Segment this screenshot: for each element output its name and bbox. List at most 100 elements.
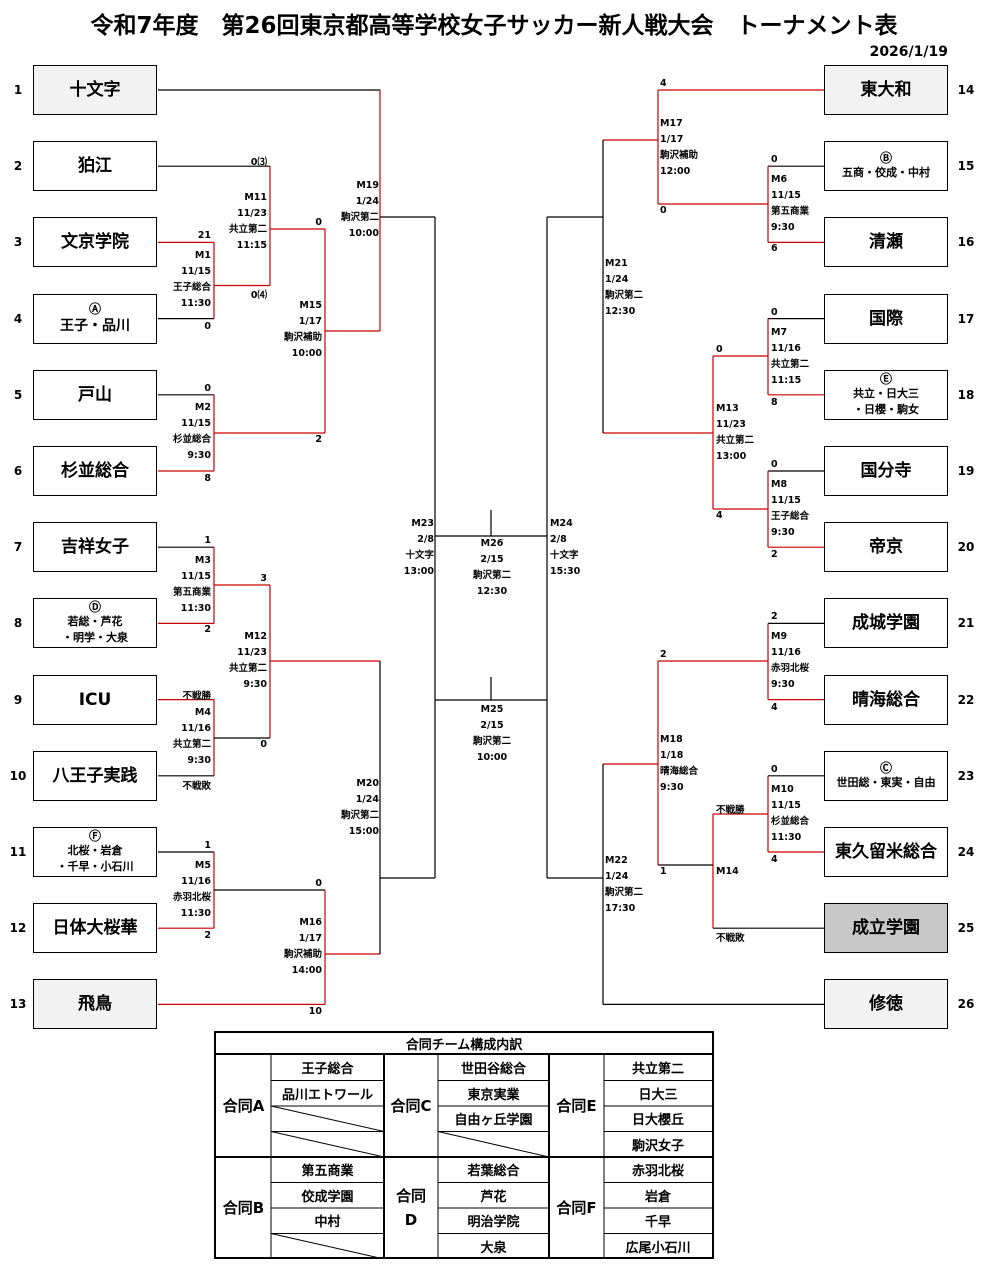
match-info-line: 11:15: [236, 240, 267, 251]
team-box-26: 修徳: [824, 979, 948, 1030]
match-info-line: 9:30: [771, 527, 795, 538]
match-info-line: 11/15: [181, 571, 211, 582]
team-box-9: ICU: [33, 674, 157, 725]
score-m5-top: 1: [204, 840, 211, 851]
match-info-line: M2: [194, 402, 211, 413]
match-info-line: 駒沢補助: [283, 332, 322, 343]
match-info-line: M25: [480, 704, 504, 715]
match-info-line: 赤羽北桜: [771, 663, 810, 674]
match-info-line: M7: [771, 327, 788, 338]
match-info-line: 11/23: [716, 419, 746, 430]
team-number-5: 5: [13, 387, 23, 402]
legend-grid-line-14: [437, 1131, 550, 1158]
score-m18-top: 2: [660, 649, 667, 660]
match-info-line: 11/23: [237, 208, 267, 219]
team-box-14: 東大和: [824, 65, 948, 115]
legend-member: 佼成学園: [301, 1189, 354, 1205]
legend-header: 合同チーム構成内訳: [216, 1033, 712, 1055]
team-name: 王子・品川: [60, 317, 130, 334]
score-m13-bot: 4: [716, 510, 723, 521]
score-m2-bot: 8: [204, 473, 211, 484]
team-number-23: 23: [957, 768, 975, 783]
match-info-line: 赤羽北桜: [172, 892, 211, 903]
score-m10-bot: 4: [771, 854, 778, 865]
match-info-line: 11:30: [771, 832, 802, 843]
legend-grid-line-8: [270, 1105, 385, 1132]
team-name: 世田総・東実・自由: [836, 775, 936, 789]
score-m5-bot: 2: [204, 930, 211, 942]
legend-group-label: 合同B: [222, 1199, 265, 1217]
match-info-line: 駒沢第二: [605, 887, 644, 898]
match-info-line: 11/15: [771, 190, 801, 201]
match-info-line: 共立第二: [716, 435, 755, 446]
team-name: ・千早・小石川: [56, 860, 134, 873]
score-m13-top: 0: [716, 344, 723, 355]
team-number-19: 19: [957, 464, 975, 478]
legend-member: 芦花: [480, 1189, 507, 1205]
team-box-3: 文京学院: [33, 217, 157, 268]
match-info-line: 11/15: [771, 800, 801, 811]
score-m9-top: 2: [771, 611, 778, 623]
team-name: 八王子実践: [52, 765, 138, 786]
match-info-line: 17:30: [605, 903, 636, 914]
legend-member: 王子総合: [301, 1062, 354, 1078]
match-info-line: 10:00: [348, 228, 379, 239]
match-info-line: 2/8: [550, 534, 567, 545]
team-box-24: 東久留米総合: [824, 827, 948, 877]
team-name: 成立学園: [852, 918, 920, 939]
team-number-10: 10: [9, 768, 27, 783]
match-info-line: 1/17: [660, 134, 684, 145]
score-m12-top: 3: [260, 573, 267, 584]
score-m17-top: 4: [660, 78, 667, 89]
team-name: 狛江: [78, 156, 112, 177]
legend-grid-line-10: [270, 1131, 385, 1158]
team-number-6: 6: [13, 464, 23, 478]
legend-member: 日大櫻丘: [631, 1113, 684, 1129]
match-info-line: M13: [716, 403, 739, 414]
match-info-line: 共立第二: [172, 739, 211, 750]
score-m7-top: 0: [771, 306, 778, 318]
match-info-line: M26: [480, 538, 504, 549]
legend-member: 世田谷総合: [460, 1062, 526, 1078]
legend-member: 品川エトワール: [281, 1087, 373, 1103]
match-info-line: M8: [771, 479, 788, 490]
score-m8-top: 0: [771, 459, 778, 470]
match-info-line: 杉並総合: [771, 816, 810, 827]
match-info-line: 9:30: [243, 679, 267, 690]
team-box-16: 清瀬: [824, 217, 948, 268]
team-number-1: 1: [13, 83, 23, 97]
team-number-24: 24: [957, 845, 975, 859]
match-info-line: 駒沢補助: [283, 949, 322, 960]
match-info-line: M1: [194, 250, 211, 261]
score-m3-bot: 2: [204, 624, 211, 636]
match-info-line: 9:30: [660, 782, 684, 793]
legend-member: 東京実業: [467, 1087, 520, 1103]
score-m2-top: 0: [204, 382, 211, 394]
team-name: ・日櫻・駒女: [853, 402, 919, 416]
score-m1-top: 21: [197, 230, 211, 242]
match-info-line: 12:30: [605, 306, 636, 317]
team-number-16: 16: [957, 235, 975, 250]
joint-team-mark: Ⓓ: [88, 600, 101, 615]
team-box-7: 吉祥女子: [33, 522, 157, 573]
score-m6-bot: 6: [771, 243, 778, 255]
legend-group-label: 合同A: [222, 1097, 265, 1115]
match-info-line: M4: [194, 707, 211, 718]
legend-member: 駒沢女子: [631, 1138, 684, 1154]
match-info-line: M3: [194, 555, 211, 566]
team-name: 国際: [869, 308, 903, 329]
joint-team-mark: Ⓐ: [88, 301, 101, 316]
